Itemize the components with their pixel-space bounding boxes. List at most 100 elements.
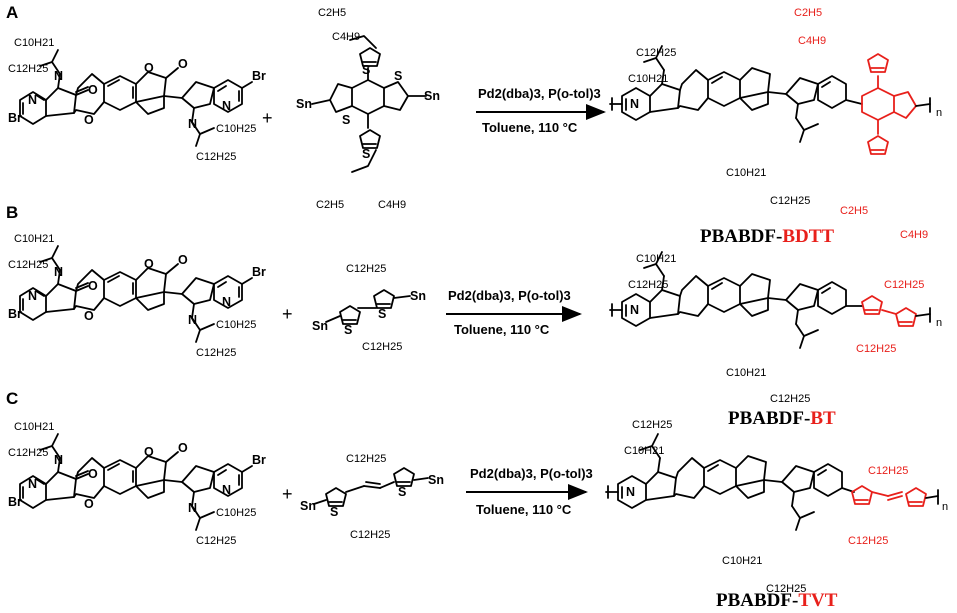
sub-pb-3: C10H21 [726,367,766,379]
sub-c-1: C10H21 [14,421,54,433]
o-lac-left-c: O [88,467,98,481]
p-n-repeat-b: n [936,317,942,329]
o-carb-bottom-c: O [84,497,94,511]
s-thio-bottom-a: S [362,147,370,161]
n-lac-left-b: N [54,265,63,279]
monomer-c: Br N N O O O O N N Br C10H21 C12H25 C10H… [8,421,266,547]
s-bdt-right-a: S [394,69,402,83]
sub-pb-1: C10H21 [636,253,676,265]
s-bt-right: S [378,307,386,321]
n-lac-left-a: N [54,69,63,83]
sub-a-c2-top: C2H5 [318,7,346,19]
n-pyr-left-a: N [28,93,37,107]
o-lac-left-b: O [88,279,98,293]
o-carb-bottom-b: O [84,309,94,323]
sub-b-c12-top: C12H25 [346,263,386,275]
n-lac-right-b: N [188,313,197,327]
cond-top-a: Pd2(dba)3, P(o-tol)3 [478,86,601,101]
sub-a-1: C10H21 [14,37,54,49]
monomer-b: Br N N O O O O N N Br C10H21 C12H25 C10H… [8,233,266,359]
cond-bottom-b: Toluene, 110 °C [454,322,550,337]
o-lac-left-a: O [88,83,98,97]
s-tvt-left: S [330,505,338,519]
polymer-a: N n C2H5 C4H9 C2H5 C4H9 C12H25 C10H21 C1… [609,7,942,241]
monomer-a: Br N N O O O O N N Br C10H21 C12H25 C10H… [8,37,266,163]
o-furan-top-a: O [144,61,154,75]
s-bdt-left-a: S [342,113,350,127]
n-pyr-left-c: N [28,477,37,491]
polymer-c: N n C12H25 C12H25 C12H25 C10H21 C10H21 C… [605,419,948,595]
panel-c: C Br N N O O O O N N Br C10H21 C12H25 C1… [6,389,948,611]
sub-c-2: C12H25 [8,447,48,459]
comonomer-a-bdtt: S S Sn Sn S S C2H5 C4H9 C2H5 C4H9 [296,7,440,211]
sub-pc-1: C12H25 [632,419,672,431]
sub-pc-4: C12H25 [766,583,806,595]
n-pyr-right-c: N [222,483,231,497]
polymer-name-b-red: BT [810,408,836,429]
s-bt-left: S [344,323,352,337]
o-furan-top-c: O [144,445,154,459]
sn-right-c: Sn [428,473,444,487]
polymer-name-a-red: BDTT [782,226,834,247]
n-lac-left-c: N [54,453,63,467]
sub-c-c12-bottom: C12H25 [350,529,390,541]
comonomer-c-tvt: S S Sn Sn C12H25 C12H25 [300,453,444,541]
sn-right-a: Sn [424,89,440,103]
cond-bottom-a: Toluene, 110 °C [482,120,578,135]
sub-a-4: C12H25 [196,151,236,163]
sub-a-c4-top: C4H9 [332,31,360,43]
comonomer-b-bt: S S Sn Sn C12H25 C12H25 [312,263,426,353]
o-furan-top-b: O [144,257,154,271]
o-carb-top-a: O [178,57,188,71]
cond-bottom-c: Toluene, 110 °C [476,502,572,517]
polymer-b: N n C12H25 C12H25 C10H21 C12H25 C10H21 C… [609,251,942,405]
br-right-b: Br [252,265,266,279]
sub-pc-2: C10H21 [624,445,664,457]
sub-pa-c4-bottom: C4H9 [900,229,928,241]
cond-top-b: Pd2(dba)3, P(o-tol)3 [448,288,571,303]
sub-b-c12-bottom: C12H25 [362,341,402,353]
sub-pa-c2-top: C2H5 [794,7,822,19]
polymer-name-a: PBABDF-BDTT [700,226,834,247]
sub-c-3: C10H25 [216,507,256,519]
sub-pc-c12-top: C12H25 [868,465,908,477]
sub-pb-c12-top: C12H25 [884,279,924,291]
sn-right-b: Sn [410,289,426,303]
br-right-c: Br [252,453,266,467]
sn-left-a: Sn [296,97,312,111]
plus-a: + [262,108,273,128]
plus-b: + [282,304,293,324]
plus-c: + [282,484,293,504]
sub-a-c2-bottom: C2H5 [316,199,344,211]
sub-pa-3: C10H21 [726,167,766,179]
br-left-b: Br [8,307,22,321]
sub-b-3: C10H25 [216,319,256,331]
sub-pa-2: C10H21 [628,73,668,85]
polymer-name-a-black: PBABDF- [700,226,782,247]
panel-label-c: C [6,389,18,408]
sub-pb-2: C12H25 [628,279,668,291]
sub-c-c12-top: C12H25 [346,453,386,465]
panel-label-a: A [6,3,18,22]
sub-pa-1: C12H25 [636,47,676,59]
sub-pa-4: C12H25 [770,195,810,207]
sn-left-c: Sn [300,499,316,513]
polymer-name-b: PBABDF-BT [728,408,836,429]
polymer-name-c-black: PBABDF- [716,590,798,611]
p-n-c: N [626,485,635,499]
p-n-repeat-a: n [936,107,942,119]
n-pyr-right-b: N [222,295,231,309]
n-lac-right-c: N [188,501,197,515]
sub-a-c4-bottom: C4H9 [378,199,406,211]
br-left-c: Br [8,495,22,509]
o-carb-bottom-a: O [84,113,94,127]
panel-b: B Br N N O O O O N N Br C10H21 C12H25 C1… [6,203,942,429]
s-thio-top-a: S [362,63,370,77]
sub-b-2: C12H25 [8,259,48,271]
o-carb-top-b: O [178,253,188,267]
p-n-b: N [630,303,639,317]
p-n-a: N [630,97,639,111]
o-carb-top-c: O [178,441,188,455]
polymer-name-c: PBABDF-TVT [716,590,838,611]
polymer-name-c-red: TVT [798,590,837,611]
